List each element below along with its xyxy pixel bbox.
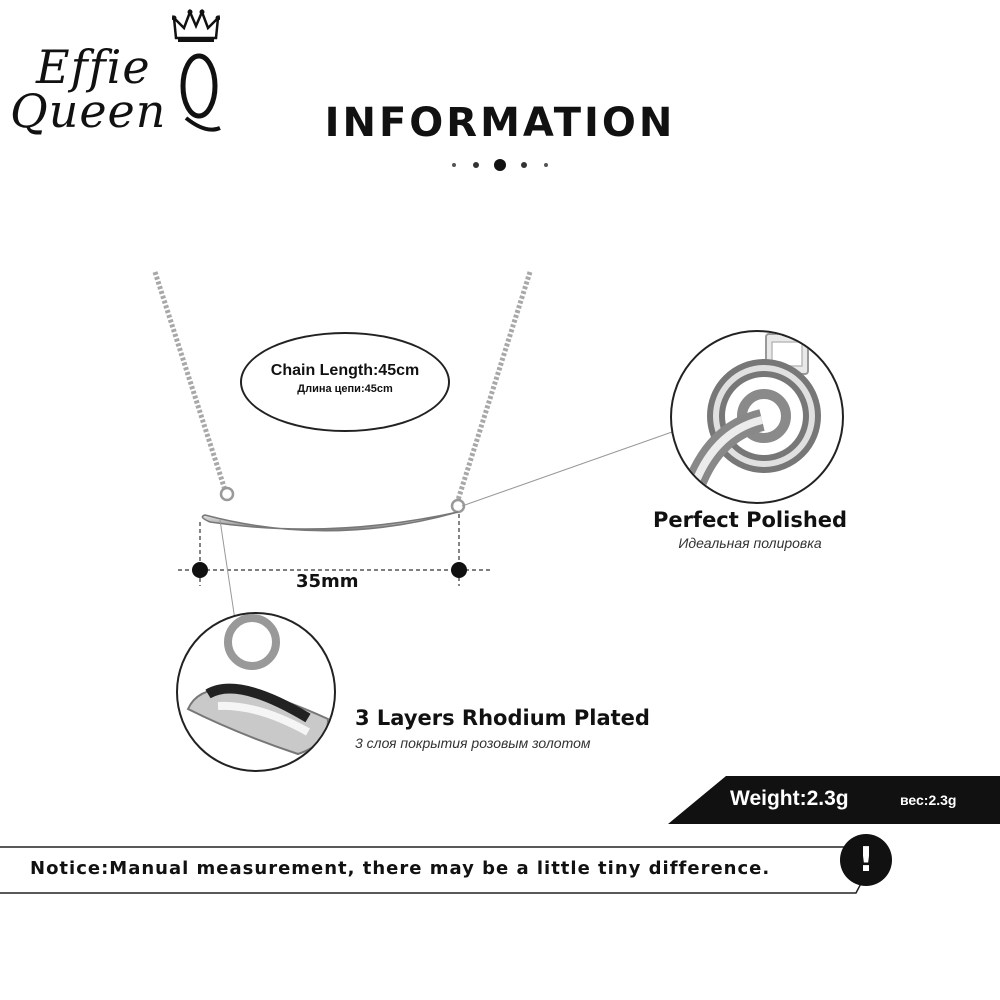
- dimension-marker-left: [192, 562, 208, 578]
- chain-length-label: Chain Length:45cm: [270, 362, 420, 379]
- chain-length-label-ru: Длина цепи:45cm: [297, 383, 393, 395]
- rhodium-feature-subtitle: 3 слоя покрытия розовым золотом: [355, 735, 591, 751]
- pendant-width-label: 35mm: [296, 571, 359, 592]
- chain-right: [455, 271, 533, 501]
- brand-logo: Effie Queen: [8, 6, 228, 136]
- polish-feature-title: Perfect Polished: [652, 508, 848, 532]
- chain-length-callout: [240, 332, 450, 432]
- chain-left: [152, 271, 228, 491]
- logo-text-line1: Effie: [36, 40, 151, 94]
- crown-icon: [172, 8, 220, 42]
- notice-text: Notice:Manual measurement, there may be …: [30, 858, 771, 879]
- weight-label-ru: вес:2.3g: [900, 792, 957, 808]
- dimension-marker-right: [451, 562, 467, 578]
- rhodium-feature-title: 3 Layers Rhodium Plated: [355, 706, 650, 730]
- rhodium-detail-image: [176, 612, 336, 772]
- weight-banner: [668, 776, 1000, 824]
- polish-feature-subtitle: Идеальная полировка: [678, 535, 822, 551]
- polish-detail-image: [670, 330, 844, 504]
- logo-text-line2: Queen: [10, 84, 167, 138]
- logo-q-flourish: [180, 53, 221, 132]
- page-title: INFORMATION: [324, 100, 676, 146]
- pagination-dots: [452, 159, 548, 171]
- pendant-bar: [201, 511, 459, 532]
- weight-label: Weight:2.3g: [730, 787, 849, 810]
- exclamation-glyph: !: [858, 840, 874, 880]
- exclamation-icon: !: [840, 834, 892, 886]
